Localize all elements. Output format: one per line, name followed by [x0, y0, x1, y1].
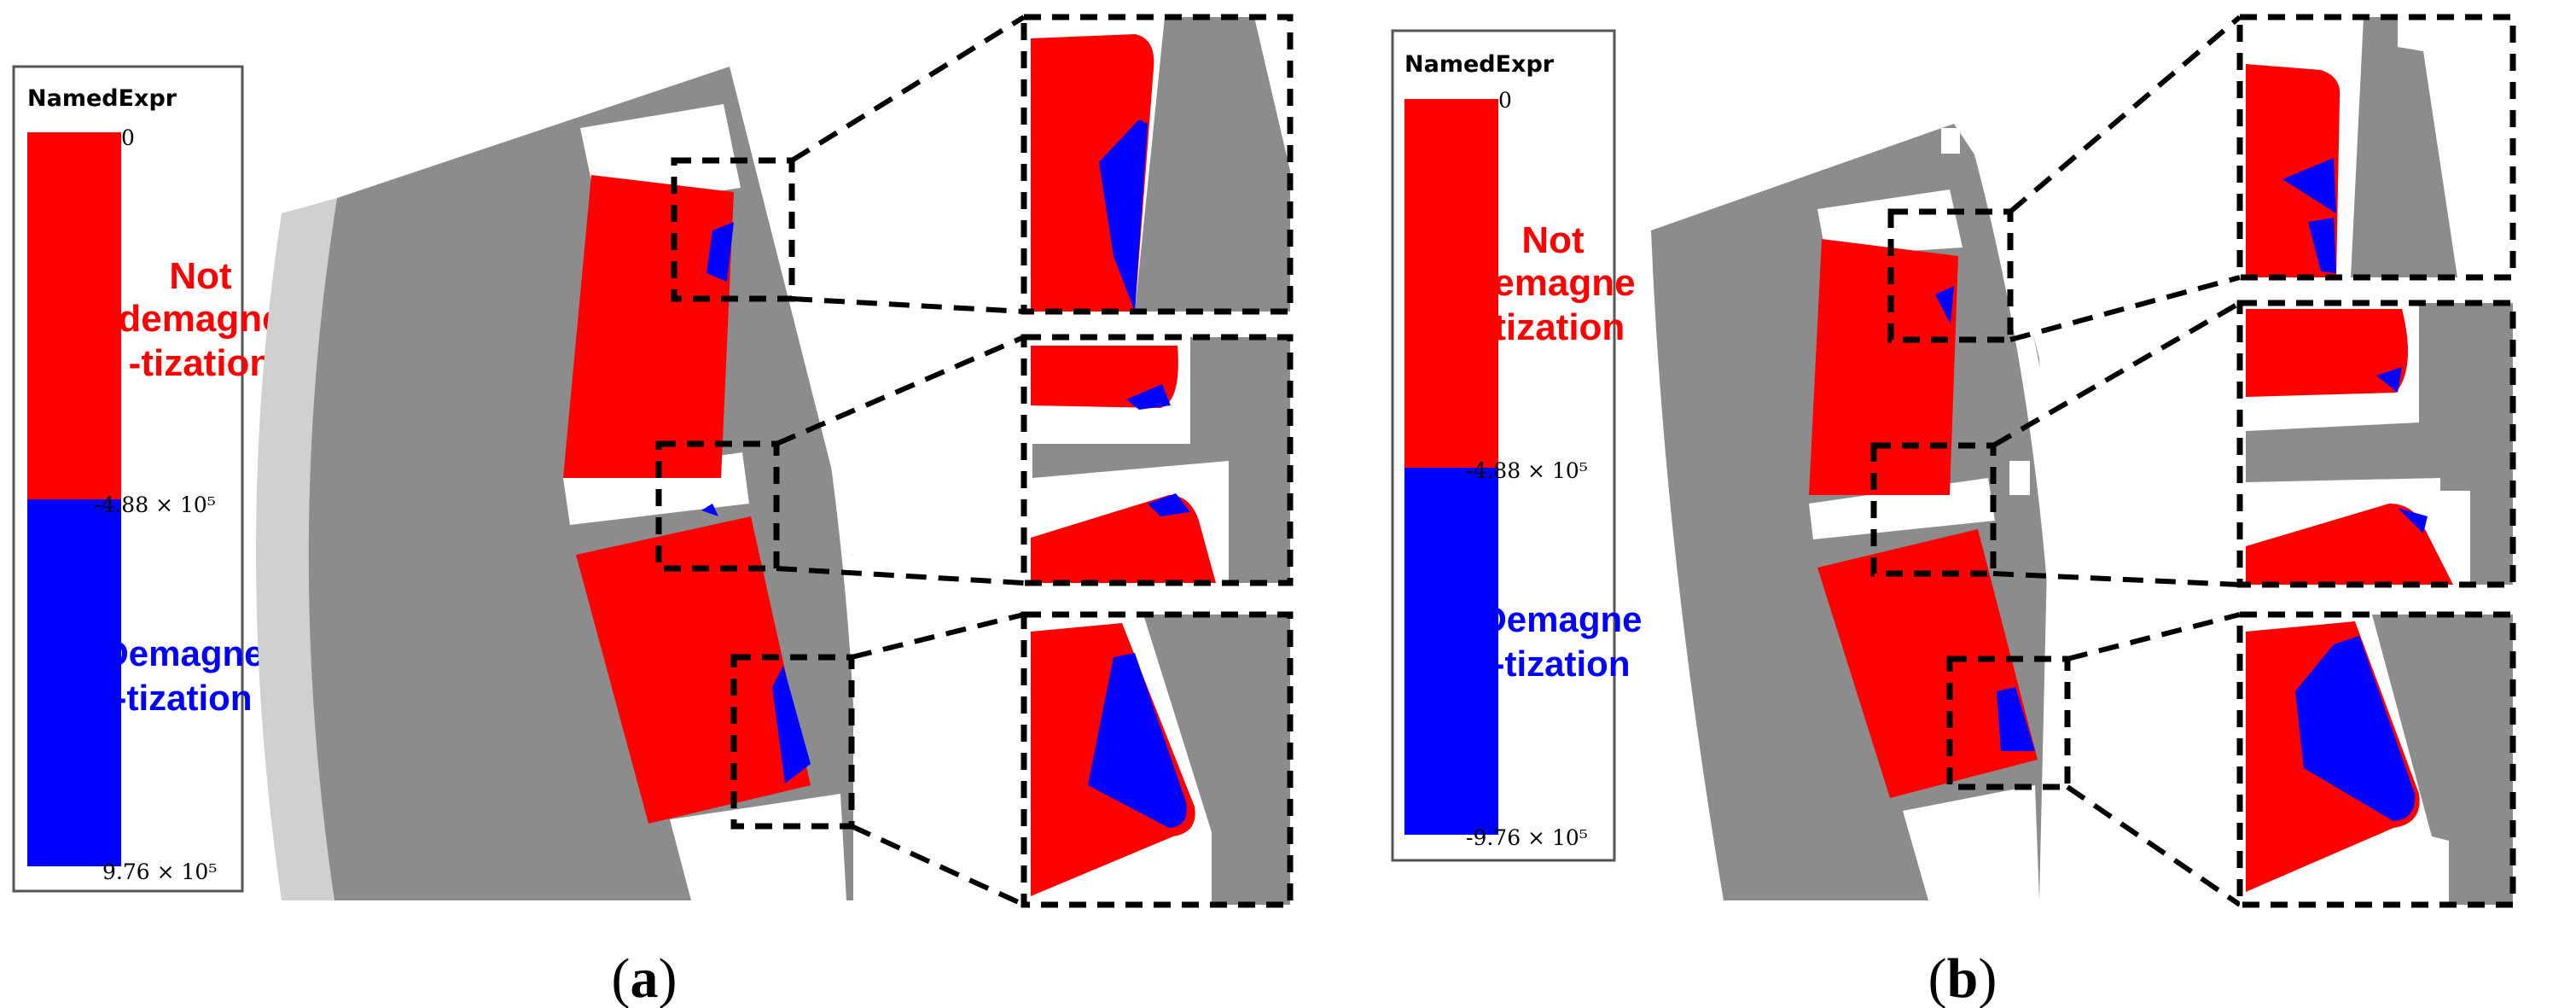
demag-region-a-upper	[707, 222, 734, 282]
zoom-source-b-2	[1870, 442, 1997, 577]
zoom-a-1-demag	[1099, 119, 1148, 312]
legend-b-blue-label-2: -tization	[1493, 644, 1631, 684]
leader-a-2-top	[775, 335, 1026, 446]
zoom-source-a-2	[655, 440, 780, 572]
zoom-a-3-demag	[1088, 653, 1187, 828]
panel-b: NamedExpr 0 -4.88 × 10⁵ -9.76 × 10⁵ Not …	[1391, 14, 2516, 1008]
motor-section-b	[1651, 119, 2083, 900]
legend-a-blue-label-2: -tization	[115, 678, 253, 718]
leader-b-2-top	[1992, 300, 2242, 448]
zoom-panel-a-1	[1021, 14, 1294, 315]
leader-b-1-top	[2009, 15, 2242, 214]
zoom-b-2-demag-bottom	[2398, 508, 2428, 533]
zoom-b-2-demag-top	[2376, 367, 2402, 393]
motor-section-a	[256, 65, 869, 900]
zoom-b-1-demag	[2282, 158, 2336, 213]
demag-region-b-lower	[1997, 687, 2035, 751]
magnet-a-upper	[563, 175, 734, 478]
leader-b-1-bottom	[2009, 275, 2241, 342]
zoom-source-a-3	[730, 654, 855, 830]
leader-a-1-bottom	[791, 296, 1025, 314]
legend-b-tick-mid: -4.88 × 10⁵	[1466, 458, 1588, 483]
zoom-source-b-3	[1946, 655, 2071, 790]
zoom-panel-a-3	[1021, 611, 1294, 908]
outer-ring-a	[256, 198, 337, 900]
legend-b-red-label-2: demagne	[1470, 262, 1635, 304]
legend-a-blue-label-1: Demagne	[102, 633, 264, 673]
magnet-a-lower	[576, 516, 811, 824]
legend-a-red-label-2: demagne	[118, 298, 282, 340]
demag-region-b-upper	[1935, 286, 1954, 324]
legend-a-blue-bar	[27, 499, 121, 866]
leader-a-3-bottom	[850, 824, 1026, 907]
zoom-source-b-1	[1887, 208, 2014, 343]
legend-a-red-label-3: -tization	[129, 342, 273, 384]
zoom-a-2-demag-top	[1126, 384, 1171, 410]
legend-b-tick-top: 0	[1498, 88, 1512, 113]
legend-a-title: NamedExpr	[27, 85, 177, 112]
zoom-panel-b-2	[2236, 300, 2516, 588]
legend-b-blue-label-1: Demagne	[1480, 599, 1642, 639]
leader-b-2-bottom	[1992, 571, 2241, 587]
legend-a: NamedExpr 0 -4.88 × 10⁵ 9.76 × 10⁵ Not d…	[12, 65, 283, 893]
zoom-b-3-demag	[2295, 636, 2416, 821]
slot-gap-b-3	[1903, 785, 2039, 900]
leader-b-3-top	[2067, 612, 2241, 661]
zoom-panel-a-2	[1021, 334, 1294, 586]
legend-a-red-label-1: Not	[169, 255, 232, 297]
legend-b-blue-bar	[1404, 468, 1498, 835]
legend-a-red-bar	[27, 132, 121, 499]
leader-a-2-bottom	[776, 566, 1025, 586]
notch-b-2	[2009, 461, 2030, 495]
air-gap-b	[1967, 119, 2083, 900]
leader-b-3-bottom	[2066, 784, 2242, 907]
caption-b: (b)	[1928, 947, 1997, 1008]
zoom-panel-b-3	[2236, 611, 2516, 908]
legend-a-tick-mid: -4.88 × 10⁵	[94, 492, 216, 517]
legend-b: NamedExpr 0 -4.88 × 10⁵ -9.76 × 10⁵ Not …	[1391, 29, 1643, 862]
caption-a: (a)	[612, 947, 677, 1008]
leader-a-3-top	[851, 612, 1025, 660]
demag-region-a-mid	[701, 504, 718, 516]
legend-a-tick-bottom: 9.76 × 10⁵	[102, 859, 217, 884]
panel-a: NamedExpr 0 -4.88 × 10⁵ 9.76 × 10⁵ Not d…	[12, 14, 1294, 1008]
magnet-b-lower	[1817, 529, 2038, 798]
zoom-panel-b-1	[2236, 14, 2516, 281]
leader-a-1-top	[790, 15, 1026, 163]
legend-b-tick-bottom: -9.76 × 10⁵	[1466, 825, 1588, 850]
legend-b-red-bar	[1404, 99, 1498, 468]
demag-region-a-lower	[772, 666, 811, 784]
slot-gap-a-3	[670, 794, 846, 900]
zoom-a-2-demag-bottom	[1148, 493, 1190, 516]
notch-b-1	[1941, 128, 1960, 154]
magnet-b-upper	[1809, 239, 1958, 495]
legend-b-red-label-3: -tization	[1481, 306, 1625, 348]
legend-b-red-label-1: Not	[1521, 219, 1585, 261]
legend-b-title: NamedExpr	[1404, 51, 1555, 78]
zoom-source-a-1	[671, 157, 795, 302]
legend-a-tick-top: 0	[121, 125, 135, 150]
